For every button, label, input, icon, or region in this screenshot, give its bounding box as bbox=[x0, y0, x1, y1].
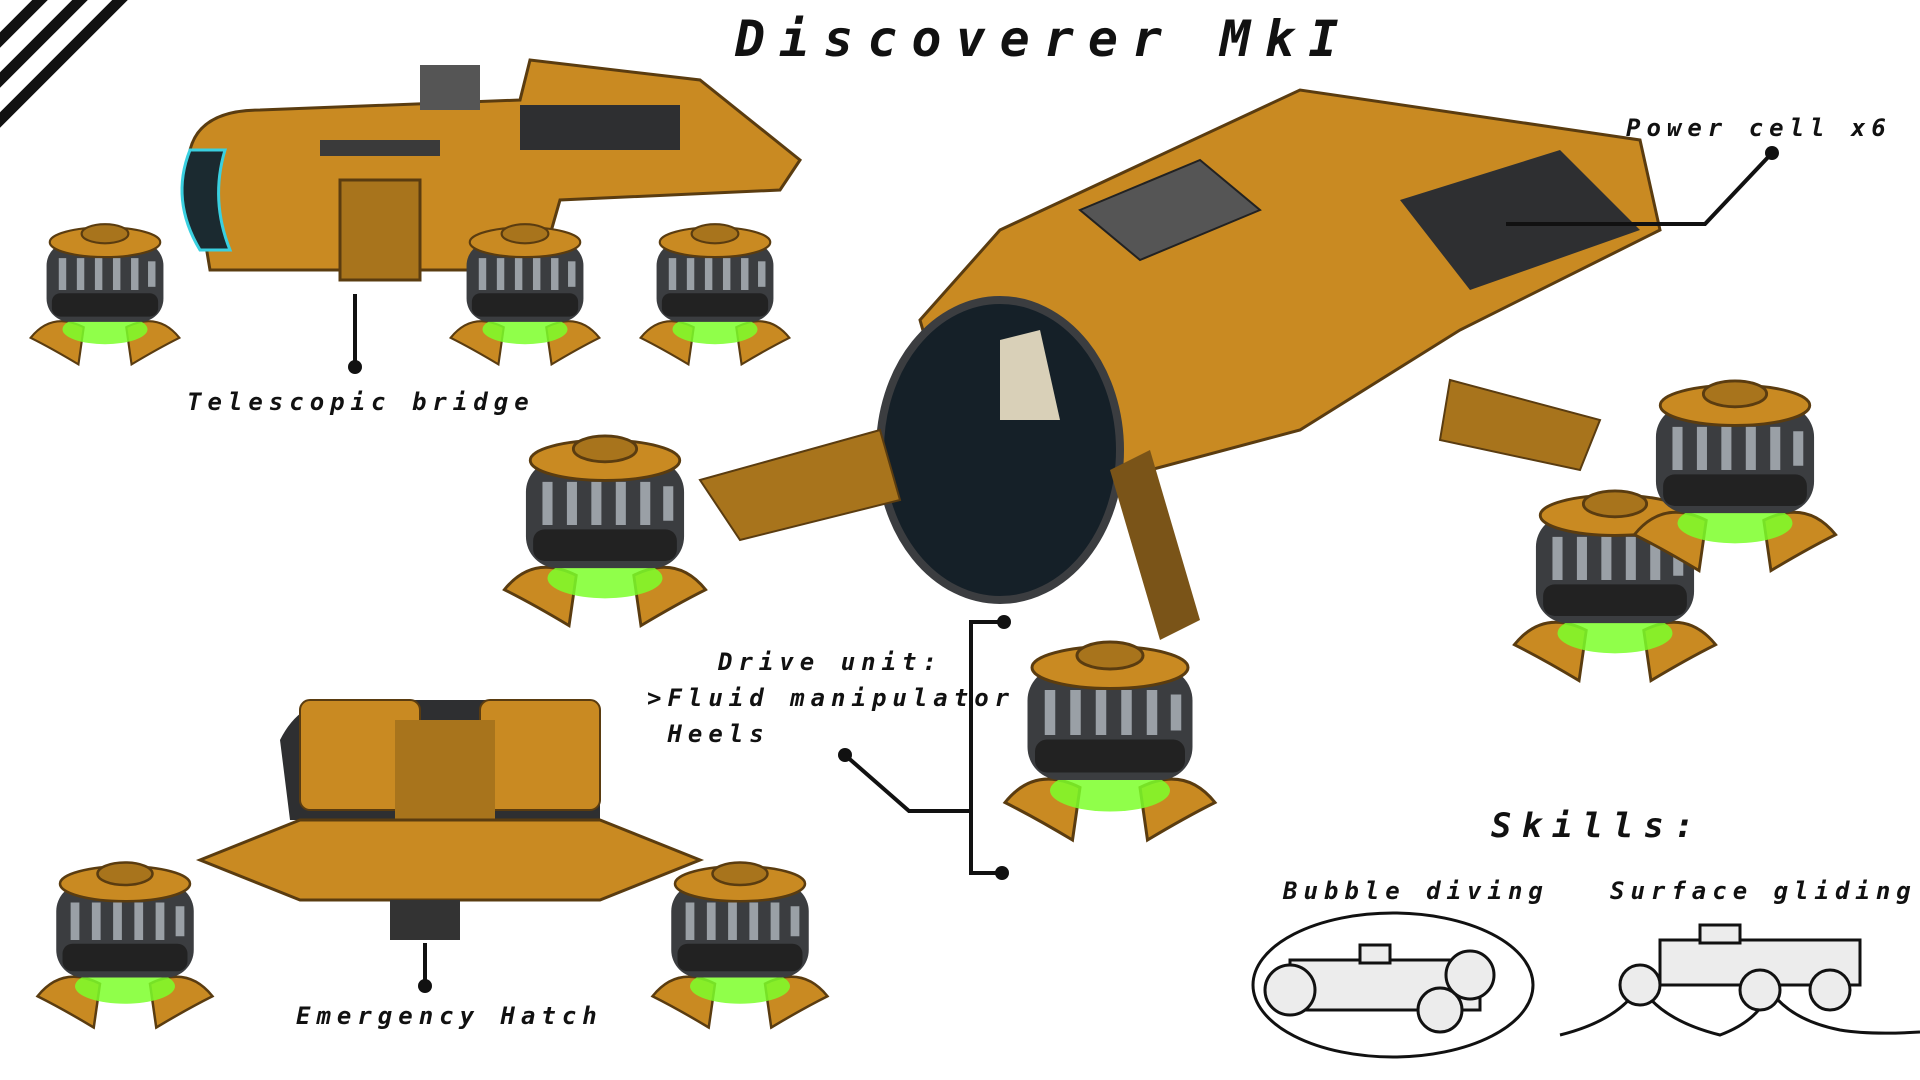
telescopic-bridge-label: Telescopic bridge bbox=[187, 388, 535, 416]
drive-unit-detail-2: Heels bbox=[647, 720, 770, 748]
page-title: Discoverer MkI bbox=[735, 10, 1353, 68]
emergency-hatch-label: Emergency Hatch bbox=[296, 1002, 603, 1030]
callout-dots bbox=[348, 146, 1779, 993]
skills-heading: Skills: bbox=[1491, 806, 1705, 846]
main-isometric-render bbox=[504, 88, 1835, 840]
drive-unit-label: Drive unit: bbox=[718, 648, 943, 676]
power-cell-label: Power cell x6 bbox=[1626, 114, 1892, 142]
front-view-render bbox=[38, 699, 828, 1028]
callout-lines bbox=[353, 151, 1774, 986]
skill-bubble-diving-label: Bubble diving bbox=[1283, 877, 1549, 905]
side-view-render bbox=[31, 58, 803, 364]
skill-surface-gliding-label: Surface gliding bbox=[1610, 877, 1917, 905]
surface-gliding-sketch bbox=[1559, 923, 1920, 1037]
corner-stripes-decoration bbox=[0, 0, 128, 128]
drive-unit-detail-1: >Fluid manipulator bbox=[647, 684, 1016, 712]
bubble-diving-sketch bbox=[1251, 911, 1535, 1059]
